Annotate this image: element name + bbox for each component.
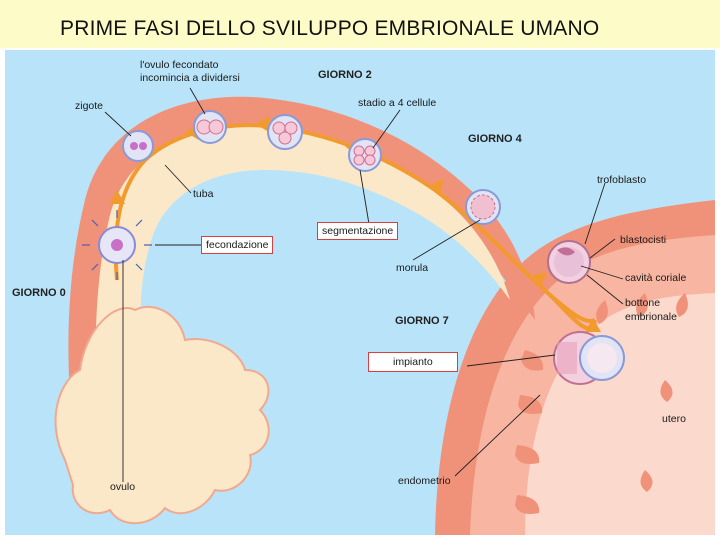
blastocyst-cell xyxy=(547,240,591,284)
ovulo-cell xyxy=(82,210,152,280)
label-segmentazione: segmentazione xyxy=(317,222,399,240)
label-giorno-4: GIORNO 4 xyxy=(468,133,522,145)
migration-path xyxy=(113,123,597,330)
title-bar: PRIME FASI DELLO SVILUPPO EMBRIONALE UMA… xyxy=(0,0,720,48)
diagram-illustration xyxy=(54,87,715,535)
label-incomincia: incomincia a dividersi xyxy=(140,72,240,84)
label-endometrio: endometrio xyxy=(398,475,451,487)
label-fecondazione: fecondazione xyxy=(201,236,274,254)
fimbriae xyxy=(54,305,270,525)
label-giorno-2: GIORNO 2 xyxy=(318,69,372,81)
label-blastocisti: blastocisti xyxy=(620,234,667,246)
two-cell-stage xyxy=(193,110,227,144)
label-impianto: impianto xyxy=(368,352,458,372)
label-embrionale: embrionale xyxy=(625,311,677,323)
label-morula: morula xyxy=(396,262,429,274)
label-cavita-coriale: cavità coriale xyxy=(625,272,687,284)
embryo-development-diagram: l'ovulo fecondato incomincia a dividersi… xyxy=(5,50,715,535)
label-stadio-4-cellule: stadio a 4 cellule xyxy=(358,97,437,109)
implanting-blastocyst xyxy=(553,331,625,385)
label-ovulo-fecondato: l'ovulo fecondato xyxy=(140,59,219,71)
four-cell-stage xyxy=(348,138,382,172)
label-bottone: bottone xyxy=(625,297,661,309)
label-ovulo: ovulo xyxy=(110,481,136,493)
zigote-cell xyxy=(122,130,154,162)
label-giorno-0: GIORNO 0 xyxy=(12,287,66,299)
tube-lumen xyxy=(95,124,511,445)
four-cell-stage-early xyxy=(267,114,303,150)
label-tuba: tuba xyxy=(193,188,214,200)
page-title: PRIME FASI DELLO SVILUPPO EMBRIONALE UMA… xyxy=(60,17,600,40)
label-zigote: zigote xyxy=(75,100,104,112)
morula-cell xyxy=(465,189,501,225)
label-giorno-7: GIORNO 7 xyxy=(395,315,449,327)
endometrial-folds xyxy=(515,293,688,514)
label-utero: utero xyxy=(662,413,686,425)
label-trofoblasto: trofoblasto xyxy=(597,174,647,186)
leader-lines xyxy=(104,87,624,482)
